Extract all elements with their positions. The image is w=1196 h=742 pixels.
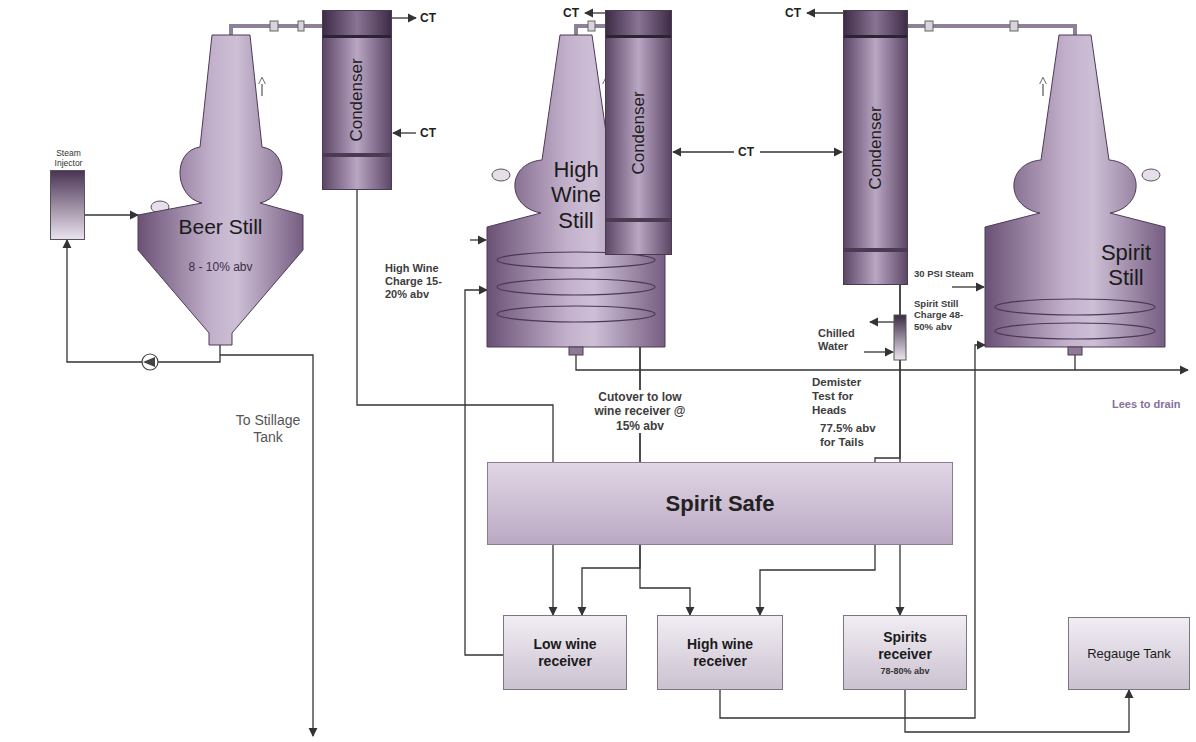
coolant-tag: CT (563, 6, 579, 20)
outlet-note: Lees to drain (1112, 398, 1180, 411)
drain-line (1074, 355, 1075, 370)
condenser: Condenser (322, 10, 392, 190)
pipe-coupling (298, 21, 304, 31)
receiver-name: High wine receiver (674, 636, 766, 670)
coolant-arrow (760, 151, 842, 152)
stillage-line (220, 355, 313, 736)
demister-symbol (894, 315, 906, 360)
coolant-tag: CT (738, 145, 754, 159)
coolant-arrow (392, 17, 416, 18)
coolant-arrow (585, 12, 605, 13)
still-name: Spirit Still (1089, 240, 1163, 291)
pipe-coupling (588, 21, 595, 31)
condenser-name: Condenser (347, 58, 367, 141)
vessel-body (985, 35, 1165, 347)
condenser-band (323, 35, 391, 38)
coolant-arrow (807, 12, 843, 13)
receiver-name: Low wine receiver (519, 636, 611, 670)
condenser-name: Condenser (629, 91, 649, 174)
still-name: Beer Still (138, 215, 303, 238)
condenser-cap (323, 11, 391, 35)
process-note: Spirit Still Charge 48-50% abv (914, 298, 976, 332)
coolant-tag: CT (420, 11, 436, 25)
condenser-cap (606, 11, 671, 35)
condenser-band (606, 35, 671, 38)
condenser-band (844, 248, 907, 252)
water-arrow (864, 351, 893, 352)
coolant-arrow (673, 151, 734, 152)
safe-name: Spirit Safe (666, 491, 775, 517)
process-note: High Wine Charge 15-20% abv (385, 262, 461, 302)
still-strength: 8 - 10% abv (138, 261, 303, 274)
receiver-name: Spirits receiver (859, 629, 951, 663)
tank-name: Regauge Tank (1087, 646, 1171, 661)
process-note: 30 PSI Steam (914, 268, 974, 279)
receiver-tank: Low wine receiver (503, 615, 627, 690)
condenser-name: Condenser (866, 106, 886, 189)
process-note: Demister Test for Heads (812, 376, 874, 417)
receiver-tank: High wine receiver (657, 615, 783, 690)
vent-arrow (261, 78, 262, 96)
sight-glass (1142, 169, 1160, 181)
receiver-strength: 78-80% abv (880, 666, 929, 676)
condenser-band (844, 35, 907, 38)
vessel-spout (569, 347, 583, 355)
pipe-coupling (1010, 21, 1018, 31)
process-note: Cutover to low wine receiver @ 15% abv (590, 390, 690, 433)
pipe-coupling (925, 21, 933, 31)
condenser-band (606, 218, 671, 222)
vent-arrow (1042, 78, 1043, 96)
pump-symbol (142, 354, 158, 370)
vessel-outline (985, 35, 1165, 355)
water-arrow (870, 321, 894, 322)
receiver-tank: Spirits receiver 78-80% abv (843, 615, 967, 690)
condenser: Condenser (605, 10, 672, 255)
flow-pipe (905, 690, 1129, 732)
steam-injector: Steam Injector (50, 170, 85, 240)
spirit-safe: Spirit Safe (487, 462, 953, 545)
condenser: Condenser (843, 10, 908, 285)
coolant-tag: CT (420, 126, 436, 140)
injector-name: Steam Injector (48, 149, 89, 168)
steam-coil (497, 279, 655, 295)
vessel-outline (138, 35, 303, 345)
outlet-note: To Stillage Tank (228, 412, 308, 446)
steam-arrow (952, 286, 984, 287)
drain-line (576, 355, 1188, 370)
vessel-spout (1068, 347, 1082, 355)
condenser-cap (844, 11, 907, 35)
vessel-body (138, 35, 303, 345)
beer-still: Beer Still 8 - 10% abv (138, 35, 303, 345)
coolant-arrow (393, 132, 416, 133)
pump-symbol (143, 357, 155, 367)
condenser-band (323, 153, 391, 157)
steam-coil (995, 299, 1155, 315)
sight-glass (492, 169, 510, 181)
steam-arrow (470, 239, 486, 240)
steam-coil (497, 306, 655, 322)
spirit-still: Spirit Still (985, 35, 1165, 355)
flow-pipe (760, 285, 900, 615)
process-note: Chilled Water (818, 327, 864, 353)
flow-pipe (85, 214, 138, 215)
regauge-tank: Regauge Tank (1068, 617, 1190, 690)
pipe-coupling (270, 21, 278, 31)
coolant-tag: CT (785, 6, 801, 20)
process-note: 77.5% abv for Tails (820, 422, 894, 450)
steam-coil (995, 323, 1155, 339)
